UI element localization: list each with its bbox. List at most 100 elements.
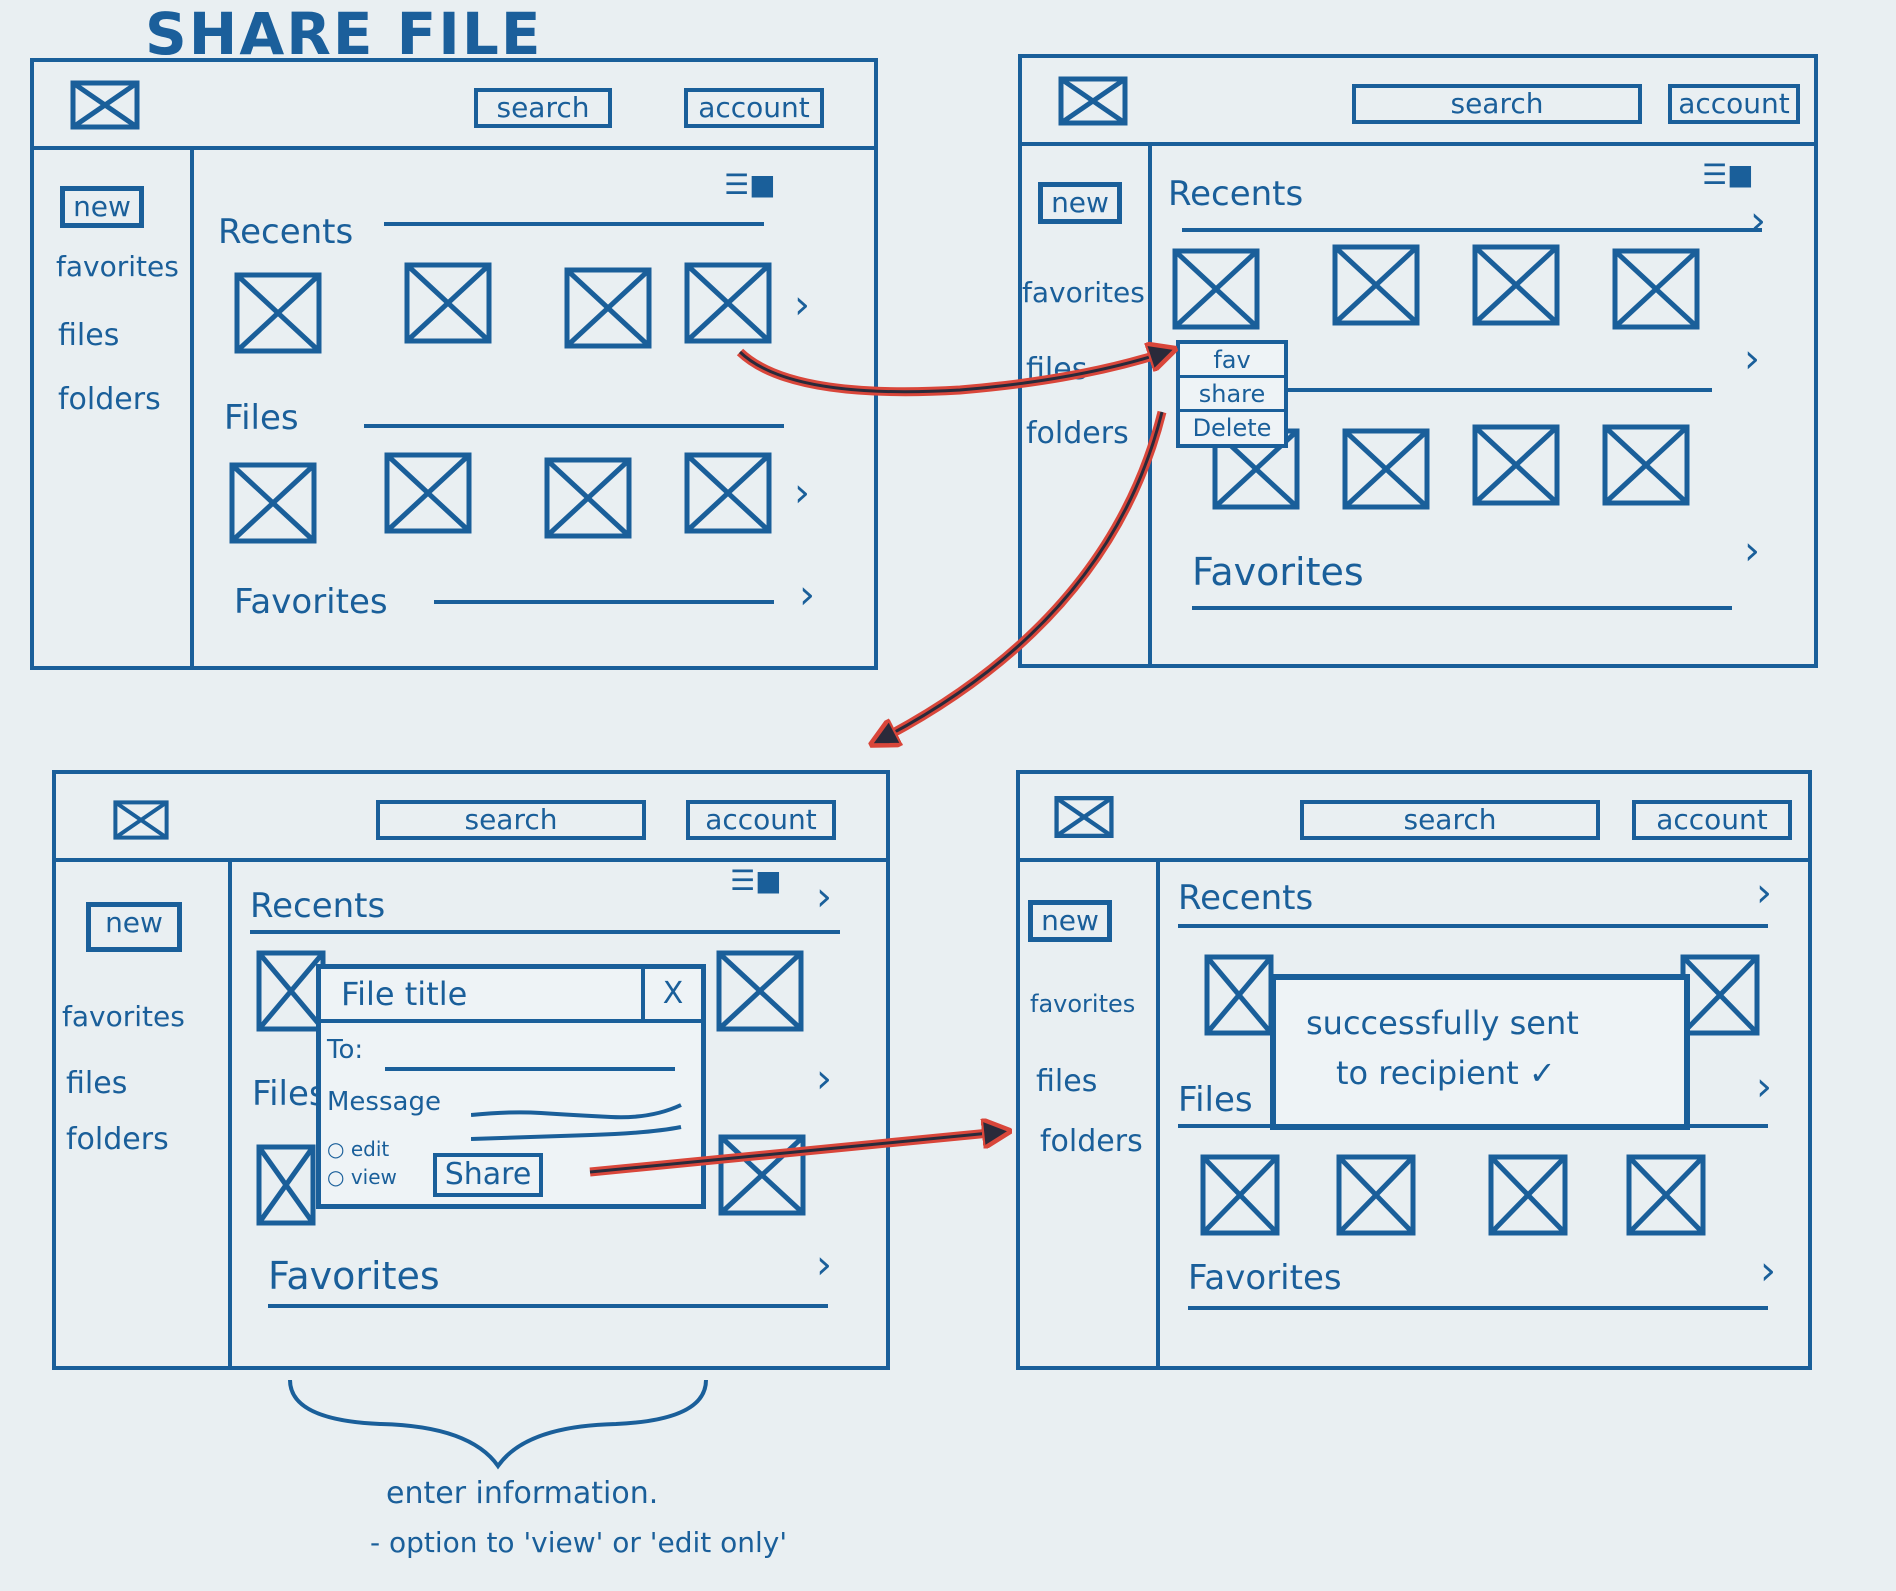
chevron-right-icon[interactable]: › [816,874,832,920]
file-thumbnail[interactable] [1602,424,1690,506]
favorites-heading: Favorites [1192,550,1364,594]
dialog-title: File title [341,975,468,1013]
file-thumbnail[interactable] [564,267,652,349]
file-thumbnail[interactable] [1332,244,1420,326]
sidebar-item-files[interactable]: files [1026,352,1088,387]
message-label: Message [327,1087,441,1117]
chevron-right-icon[interactable]: › [1744,336,1760,382]
radio-view[interactable]: ○ view [327,1165,397,1189]
chevron-right-icon[interactable]: › [816,1242,832,1288]
sidebar-item-favorites[interactable]: favorites [1022,276,1145,309]
sketch-title: SHARE FILE [145,0,543,68]
sidebar-item-folders[interactable]: folders [66,1122,169,1157]
account-button[interactable]: account [684,88,824,128]
chevron-right-icon[interactable]: › [1756,1064,1772,1110]
file-thumbnail[interactable] [1472,424,1560,506]
favorites-heading: Favorites [1188,1258,1342,1298]
new-button[interactable]: new [60,186,144,228]
file-thumbnail[interactable] [1200,1154,1280,1236]
sidebar-item-folders[interactable]: folders [1040,1124,1143,1159]
file-thumbnail[interactable] [716,950,804,1032]
radio-edit[interactable]: ○ edit [327,1137,390,1161]
list-grid-toggle-icon[interactable]: ☰■ [1702,158,1754,191]
wireframe-home: search account new favorites files folde… [30,58,878,670]
list-grid-toggle-icon[interactable]: ☰■ [730,864,782,897]
wireframe-share-success: search account new favorites files folde… [1016,770,1812,1370]
file-thumbnail[interactable] [1488,1154,1568,1236]
message-input[interactable] [471,1087,691,1147]
chevron-right-icon[interactable]: › [1760,1248,1776,1294]
file-thumbnail[interactable] [1204,954,1274,1036]
search-input[interactable]: search [1300,800,1600,840]
recents-heading: Recents [218,212,354,252]
sidebar-item-files[interactable]: files [58,318,120,353]
file-thumbnail[interactable] [229,462,317,544]
divider [1282,388,1712,392]
recents-heading: Recents [250,886,386,926]
menu-item-share[interactable]: share [1180,378,1284,412]
sidebar-item-favorites[interactable]: favorites [56,250,179,283]
file-thumbnail[interactable] [684,452,772,534]
menu-item-delete[interactable]: Delete [1192,414,1272,442]
to-input[interactable] [385,1067,675,1071]
file-thumbnail[interactable] [256,1144,316,1226]
radio-view-label: view [350,1165,397,1189]
sidebar-item-files[interactable]: files [66,1066,128,1101]
checkmark-icon: ✓ [1528,1054,1556,1092]
file-thumbnail[interactable] [234,272,322,354]
logo-icon [113,800,169,840]
search-input[interactable]: search [1352,84,1642,124]
menu-item-fav[interactable]: fav [1180,344,1284,378]
file-thumbnail[interactable] [1342,428,1430,510]
files-heading: Files [1178,1080,1253,1120]
file-thumbnail[interactable] [404,262,492,344]
search-input[interactable]: search [376,800,646,840]
divider [1192,606,1732,610]
favorites-heading: Favorites [268,1254,440,1298]
account-button[interactable]: account [686,800,836,840]
file-thumbnail[interactable] [718,1134,806,1216]
account-button[interactable]: account [1632,800,1792,840]
divider [1178,924,1768,928]
divider [1182,228,1762,232]
search-input[interactable]: search [474,88,612,128]
file-thumbnail[interactable] [684,262,772,344]
file-thumbnail[interactable] [1336,1154,1416,1236]
file-thumbnail[interactable] [384,452,472,534]
chevron-right-icon[interactable]: › [1750,198,1766,244]
chevron-right-icon[interactable]: › [794,282,810,328]
sidebar-item-folders[interactable]: folders [1026,416,1129,451]
sidebar-item-files[interactable]: files [1036,1064,1098,1099]
share-button[interactable]: Share [433,1153,543,1197]
divider [250,930,840,934]
sidebar: new favorites files folders [1020,862,1160,1366]
chevron-right-icon[interactable]: › [1756,870,1772,916]
share-dialog: File title X To: Message ○ edit ○ view S… [316,964,706,1209]
file-thumbnail[interactable] [1612,248,1700,330]
close-button[interactable]: X [641,969,701,1019]
success-message-line2: to recipient ✓ [1336,1054,1556,1092]
top-bar: search account [34,62,874,150]
radio-edit-label: edit [350,1137,390,1161]
file-context-menu: fav share Delete [1176,340,1288,448]
recents-heading: Recents [1178,878,1314,918]
chevron-right-icon[interactable]: › [816,1056,832,1102]
account-button[interactable]: account [1668,84,1800,124]
new-button[interactable]: new [1038,182,1122,224]
list-grid-toggle-icon[interactable]: ☰■ [724,168,776,201]
success-message-line1: successfully sent [1306,1004,1579,1042]
sidebar-item-folders[interactable]: folders [58,382,161,417]
sidebar-item-favorites[interactable]: favorites [1030,990,1136,1018]
chevron-right-icon[interactable]: › [794,470,810,516]
file-thumbnail[interactable] [1680,954,1760,1036]
file-thumbnail[interactable] [1172,248,1260,330]
top-bar: search account [56,774,886,862]
chevron-right-icon[interactable]: › [799,572,815,618]
file-thumbnail[interactable] [544,457,632,539]
file-thumbnail[interactable] [1472,244,1560,326]
sidebar-item-favorites[interactable]: favorites [62,1000,185,1033]
file-thumbnail[interactable] [1626,1154,1706,1236]
new-button[interactable]: new [1028,900,1112,942]
new-button[interactable]: new [86,902,182,952]
chevron-right-icon[interactable]: › [1744,528,1760,574]
